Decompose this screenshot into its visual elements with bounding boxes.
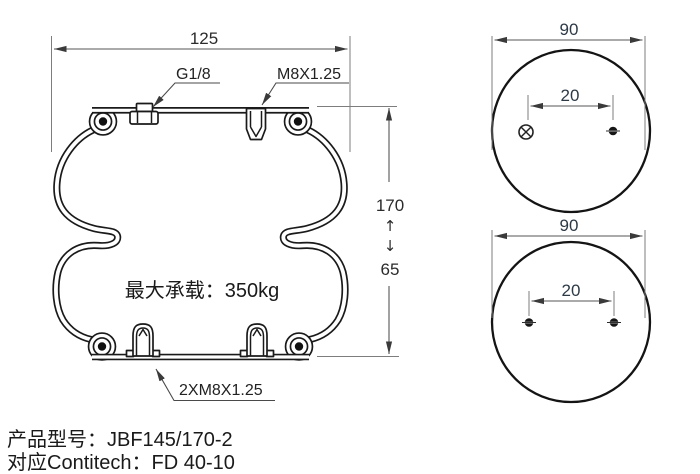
bottom-studs-callout: 2XM8X1.25 — [155, 368, 275, 402]
contitech-compat-line: 对应Contitech：FD 40-10 — [7, 451, 235, 474]
up-arrow-glyph: ↑ — [384, 217, 397, 235]
top-plan-view: 90 20 — [490, 20, 652, 214]
air-inlet-symbol — [518, 124, 534, 140]
air-port-callout: G1/8 — [152, 66, 220, 108]
down-arrow-glyph: ↓ — [384, 237, 397, 255]
bottom-plan-hole-spacing-text: 20 — [562, 281, 581, 300]
height-dimension: 170 ↑ ↓ 65 — [317, 106, 404, 357]
bottom-plan-view: 90 20 — [490, 216, 652, 404]
mounting-plates — [92, 107, 309, 361]
bottom-studs-label: 2XM8X1.25 — [179, 382, 263, 399]
bottom-plan-diameter-dimension: 90 — [491, 216, 646, 318]
top-plate-circle — [490, 48, 652, 214]
bottom-plan-hole-spacing-dimension: 20 — [528, 281, 615, 316]
top-plan-diameter-text: 90 — [560, 20, 579, 39]
top-plan-hole-spacing-text: 20 — [561, 86, 580, 105]
bottom-plan-diameter-text: 90 — [560, 216, 579, 235]
air-spring-section-view: 最大承载：350kg — [52, 102, 349, 361]
bead-wire-dots — [97, 117, 304, 351]
width-dimension: 125 — [51, 29, 351, 152]
air-port-label: G1/8 — [176, 66, 211, 83]
top-stud-boss — [245, 107, 267, 141]
top-stud-callout: M8X1.25 — [261, 66, 349, 106]
bead-curls — [87, 107, 314, 361]
width-dim-text: 125 — [190, 29, 218, 48]
model-number-line: 产品型号：JBF145/170-2 — [7, 428, 233, 451]
bellows-wall — [52, 126, 349, 344]
title-block: 产品型号：JBF145/170-2 对应Contitech：FD 40-10 — [7, 428, 235, 474]
stud-hole-symbol-right — [607, 318, 621, 327]
bottom-studs — [125, 323, 275, 358]
max-load-text: 最大承载：350kg — [125, 279, 280, 302]
min-height-text: 65 — [381, 260, 400, 279]
max-height-text: 170 — [376, 196, 404, 215]
stud-hole-symbol-left — [522, 318, 536, 327]
top-stud-label: M8X1.25 — [277, 66, 341, 83]
top-plan-diameter-dimension: 90 — [491, 20, 646, 150]
air-port-boss — [129, 102, 159, 125]
stud-hole-symbol — [606, 126, 620, 136]
top-plan-hole-spacing-dimension: 20 — [527, 86, 614, 120]
bottom-plate-circle — [490, 240, 652, 404]
